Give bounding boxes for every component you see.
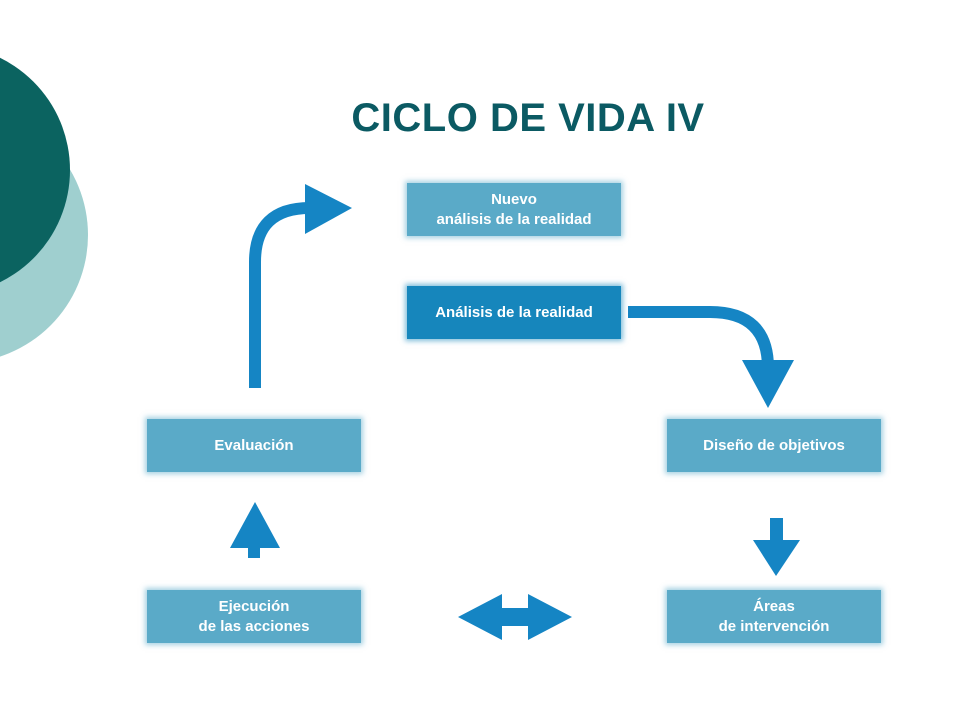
up-arrow-head bbox=[230, 502, 280, 548]
box-ejecucion-line1: Ejecución bbox=[218, 597, 290, 615]
box-nuevo-analisis-line2: análisis de la realidad bbox=[436, 210, 592, 228]
curved-arrow-head-right bbox=[305, 184, 352, 234]
box-areas-intervencion: Áreas de intervención bbox=[667, 590, 881, 643]
curved-arrow-head-down bbox=[742, 360, 794, 408]
box-ejecucion-acciones: Ejecución de las acciones bbox=[147, 590, 361, 643]
down-arrow-head bbox=[753, 540, 800, 576]
box-diseno-objetivos: Diseño de objetivos bbox=[667, 419, 881, 472]
box-nuevo-analisis: Nuevo análisis de la realidad bbox=[407, 183, 621, 236]
box-ejecucion-line2: de las acciones bbox=[198, 617, 310, 635]
box-analisis-realidad-label: Análisis de la realidad bbox=[435, 303, 593, 321]
double-arrow bbox=[458, 594, 572, 640]
down-arrow-shaft bbox=[770, 518, 783, 546]
box-evaluacion: Evaluación bbox=[147, 419, 361, 472]
box-diseno-objetivos-label: Diseño de objetivos bbox=[703, 436, 845, 454]
curved-arrow-evaluacion-to-nuevo bbox=[249, 202, 320, 388]
corner-decoration bbox=[0, 57, 88, 357]
box-evaluacion-label: Evaluación bbox=[214, 436, 294, 454]
box-areas-line2: de intervención bbox=[718, 617, 830, 635]
box-areas-line1: Áreas bbox=[753, 597, 795, 615]
page-title: CICLO DE VIDA IV bbox=[351, 96, 705, 134]
dark-teal-circle bbox=[0, 57, 70, 283]
box-analisis-realidad: Análisis de la realidad bbox=[407, 286, 621, 339]
box-nuevo-analisis-line1: Nuevo bbox=[491, 190, 537, 208]
